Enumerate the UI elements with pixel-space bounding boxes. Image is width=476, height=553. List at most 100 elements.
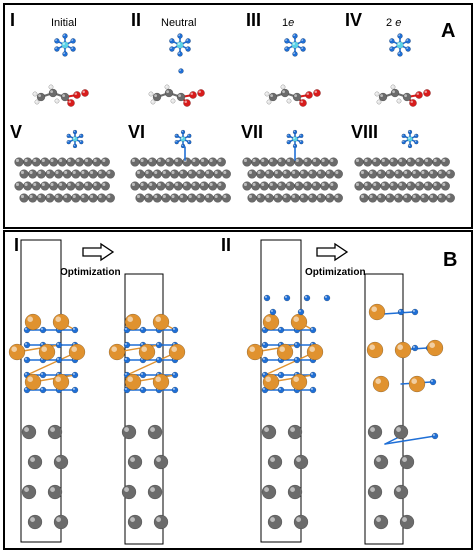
substrate-atom-bi2-0-1 (147, 424, 163, 440)
carbon-atom-1-1-highlight (154, 94, 158, 97)
anion-atom-bi1-19 (71, 386, 79, 394)
cation-bond-bii1-4 (264, 351, 316, 376)
fluorine-atom-t2-3-highlight (293, 52, 296, 54)
slab-atom-3-1-3-highlight (386, 170, 390, 175)
hydrogen-atom-1-4 (170, 98, 176, 104)
fluorine-atom-b1-2 (187, 139, 192, 145)
slab-atom-3-3-5 (402, 193, 412, 203)
slab-atom-2-0-4-highlight (278, 158, 282, 163)
substrate-atom-bii2-3-0-highlight (376, 517, 381, 522)
slab-atom-1-3-3-highlight (162, 194, 166, 199)
slab-atom-0-3-6-highlight (72, 194, 76, 199)
cation-atom-bi2-1 (152, 313, 170, 331)
slab-atom-3-1-10 (445, 169, 456, 179)
interface-bond-1 (384, 435, 436, 445)
slab-atom-3-2-6-highlight (407, 182, 411, 187)
hydrogen-atom-2-2-highlight (267, 100, 270, 103)
slab-atom-3-2-7-highlight (416, 182, 420, 187)
slab-atom-0-0-3-highlight (41, 158, 45, 163)
slab-atom-1-3-1 (143, 193, 154, 203)
substrate-atom-bi2-0-0 (121, 424, 137, 440)
cation-atom-bi1-5 (24, 373, 42, 391)
anion-atom-bi1-6-highlight (56, 342, 59, 345)
carbon-atom-1-2-highlight (166, 90, 170, 93)
slab-atom-0-3-4-highlight (55, 194, 59, 199)
anion-atom-bi2-1 (139, 326, 147, 334)
cation-atom-bii1-2-highlight (249, 346, 255, 352)
slab-atom-1-2-8-highlight (201, 182, 205, 187)
slab-atom-2-0-3 (268, 157, 278, 167)
slab-atom-0-3-10 (105, 193, 116, 203)
hydrogen-atom-0-4 (54, 98, 60, 104)
hydrogen-atom-1-1-highlight (149, 92, 151, 95)
slab-atom-3-1-0-highlight (360, 170, 364, 175)
slab-atom-0-3-9-highlight (98, 194, 102, 199)
oxygen-atom-3-1 (415, 91, 423, 99)
slab-atom-1-0-9-highlight (209, 158, 213, 163)
cation-atom-bi2-0 (124, 313, 142, 331)
cell-box-3 (364, 273, 404, 545)
anion-atom-bi2-1-highlight (140, 327, 143, 330)
slab-atom-3-0-8-highlight (425, 158, 429, 163)
slab-atom-1-1-8 (204, 169, 214, 179)
slab-atom-0-1-1 (27, 169, 38, 179)
anion-atom-bii1-3-highlight (310, 327, 314, 330)
anion-atom-bii1-13-highlight (278, 372, 282, 375)
substrate-atom-bii1-0-0-highlight (264, 427, 269, 432)
substrate-atom-bii2-3-1-highlight (402, 517, 407, 522)
fluorine-atom-t2-2-highlight (301, 47, 304, 50)
phosphorus-atom-t1 (176, 41, 184, 49)
slab-atom-2-3-2-highlight (266, 194, 270, 199)
cation-atom-bii1-6-highlight (293, 376, 300, 382)
slab-atom-1-0-9 (208, 157, 218, 167)
cation-atom-bii1-1 (290, 313, 308, 331)
fluorine-atom-b3-5 (401, 133, 406, 139)
slab-atom-1-3-8-highlight (206, 194, 210, 199)
cation-atom-bi2-3 (138, 343, 156, 361)
substrate-atom-bii1-1-0 (267, 454, 283, 470)
anion-atom-bii1-0-highlight (262, 327, 266, 330)
substrate-atom-bii1-0-1 (287, 424, 303, 440)
carbon-atom-1-1 (152, 92, 162, 102)
anion-atom-bi1-16-highlight (24, 387, 28, 390)
fluorine-atom-t2-1-highlight (301, 39, 304, 41)
slab-atom-0-1-5 (62, 169, 72, 179)
slab-atom-0-0-6 (66, 157, 76, 167)
slab-atom-3-3-10-highlight (447, 194, 451, 199)
slab-atom-3-0-2-highlight (373, 158, 377, 163)
slab-atom-1-0-7 (190, 157, 201, 167)
optimization-label-ii: Optimization (305, 267, 366, 278)
slab-atom-1-0-10 (216, 157, 227, 167)
slab-atom-1-1-10 (221, 169, 232, 179)
slab-atom-0-0-3 (40, 157, 50, 167)
slab-atom-2-0-6-highlight (295, 158, 299, 163)
fluorine-atom-b0-3 (72, 143, 78, 149)
anion-atom-bi1-4-highlight (24, 342, 28, 345)
slab-atom-1-2-9 (208, 181, 218, 191)
hydrogen-atom-0-3-highlight (49, 85, 51, 88)
substrate-atom-bii1-1-1 (293, 454, 309, 470)
anion-atom-bi1-17 (39, 386, 47, 394)
slab-atom-1-2-6 (182, 181, 192, 191)
fluorine-atom-t0-1 (70, 38, 76, 44)
dissociated-anion-a-0-highlight (398, 309, 402, 312)
slab-atom-1-3-10 (221, 193, 232, 203)
cation-atom-bi1-6 (52, 373, 70, 391)
phosphorus-atom-t3 (396, 41, 404, 49)
slab-atom-0-1-1-highlight (29, 170, 33, 175)
slab-atom-2-1-4 (281, 169, 292, 179)
fluorine-atom-t2-1 (300, 38, 306, 44)
slab-atom-0-0-8 (83, 157, 93, 167)
fluorine-atom-t3-0-highlight (398, 34, 401, 36)
slab-atom-3-2-1-highlight (364, 182, 368, 187)
slab-atom-0-0-5 (57, 157, 67, 167)
slab-atom-1-1-2 (152, 169, 162, 179)
anion-atom-bii1-1 (277, 326, 285, 334)
slab-atom-0-0-4-highlight (50, 158, 54, 163)
cation-atom-bi1-6-highlight (55, 376, 61, 382)
slab-atom-2-2-1-highlight (252, 182, 256, 187)
anion-atom-bi2-13-highlight (140, 372, 143, 375)
fluorine-atom-b2-1 (299, 133, 304, 139)
slab-atom-3-3-10 (445, 193, 456, 203)
slab-atom-2-3-10-highlight (335, 194, 339, 199)
